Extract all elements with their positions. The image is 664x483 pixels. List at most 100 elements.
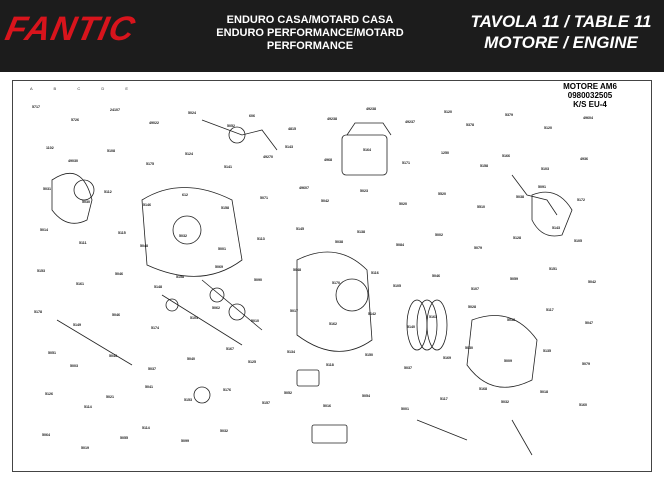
part-callout: 5032 bbox=[179, 234, 187, 238]
part-callout: 5038 bbox=[516, 195, 524, 199]
part-callout: 5151 bbox=[549, 267, 557, 271]
part-callout: 5069 bbox=[215, 265, 223, 269]
part-callout: 49238 bbox=[327, 117, 337, 121]
part-callout: 5178 bbox=[34, 310, 42, 314]
part-callout: 49270 bbox=[263, 155, 273, 159]
part-callout: 5158 bbox=[480, 164, 488, 168]
part-callout: 5105 bbox=[574, 239, 582, 243]
part-callout: 24107 bbox=[110, 108, 120, 112]
part-callout: 5125 bbox=[248, 360, 256, 364]
part-callout: 5079 bbox=[474, 246, 482, 250]
part-callout: 5001 bbox=[401, 407, 409, 411]
stator-drawing bbox=[73, 179, 95, 201]
part-callout: 5166 bbox=[502, 154, 510, 158]
part-callout: 5135 bbox=[543, 349, 551, 353]
part-callout: 5143 bbox=[552, 226, 560, 230]
part-callout: 5043 bbox=[109, 354, 117, 358]
starter-drawing bbox=[416, 419, 468, 441]
part-callout: 5023 bbox=[360, 189, 368, 193]
part-callout: 5037 bbox=[148, 367, 156, 371]
part-callout: 5153 bbox=[37, 269, 45, 273]
exploded-engine-diagram bbox=[51, 119, 573, 456]
part-callout: 5114 bbox=[84, 405, 92, 409]
engine-title-line1: MOTORE AM6 bbox=[563, 82, 617, 91]
part-callout: 5031 bbox=[43, 187, 51, 191]
part-callout: 5009 bbox=[504, 359, 512, 363]
part-callout: 5041 bbox=[145, 385, 153, 389]
part-callout: 5157 bbox=[262, 401, 270, 405]
part-callout: 5114 bbox=[142, 426, 150, 430]
part-callout: 5153 bbox=[184, 398, 192, 402]
part-callout: 5113 bbox=[257, 237, 265, 241]
part-callout: 5048 bbox=[140, 244, 148, 248]
engine-title: MOTORE AM6 0980032505 K/S EU-4 bbox=[544, 82, 636, 109]
part-callout: 4936 bbox=[580, 157, 588, 161]
part-callout: 5174 bbox=[151, 326, 159, 330]
part-callout: 5020 bbox=[399, 202, 407, 206]
right-crankcase-drawing bbox=[296, 251, 373, 352]
clutch-basket-drawing bbox=[335, 278, 369, 312]
part-callout: 5018 bbox=[540, 390, 548, 394]
header-bar: FANTIC ENDURO CASA/MOTARD CASA ENDURO PE… bbox=[0, 0, 664, 72]
part-callout: 4968 bbox=[324, 158, 332, 162]
part-callout: 49238 bbox=[366, 107, 376, 111]
part-callout: 5048 bbox=[293, 268, 301, 272]
part-callout: 1250 bbox=[441, 151, 449, 155]
part-callout: 5134 bbox=[287, 350, 295, 354]
part-callout: 5175 bbox=[146, 162, 154, 166]
part-callout: 5032 bbox=[501, 400, 509, 404]
crankshaft-drawing bbox=[201, 119, 278, 151]
part-callout: 4815 bbox=[288, 127, 296, 131]
part-callout: 5141 bbox=[224, 165, 232, 169]
part-callout: 5167 bbox=[226, 347, 234, 351]
part-callout: 5107 bbox=[471, 287, 479, 291]
part-callout: 5145 bbox=[296, 227, 304, 231]
part-callout: 5120 bbox=[444, 110, 452, 114]
part-callout: 5071 bbox=[260, 196, 268, 200]
part-callout: 5064 bbox=[42, 433, 50, 437]
part-callout: 5104 bbox=[190, 316, 198, 320]
part-callout: 5162 bbox=[329, 322, 337, 326]
part-callout: 5040 bbox=[187, 357, 195, 361]
clutch-cover-drawing bbox=[466, 315, 538, 388]
part-callout: 5124 bbox=[185, 152, 193, 156]
part-callout: 612 bbox=[182, 193, 188, 197]
part-callout: 5017 bbox=[290, 309, 298, 313]
part-callout: 5054 bbox=[362, 394, 370, 398]
part-callout: 5001 bbox=[218, 247, 226, 251]
subtitle-line1: ENDURO CASA/MOTARD CASA bbox=[226, 14, 394, 26]
part-callout: 5111 bbox=[79, 241, 87, 245]
part-callout: 5055 bbox=[120, 436, 128, 440]
part-callout: 5142 bbox=[368, 312, 376, 316]
part-callout: 5028 bbox=[468, 305, 476, 309]
part-callout: 5726 bbox=[71, 118, 79, 122]
grid-letters: A B C D E bbox=[30, 86, 139, 91]
part-callout: 5047 bbox=[585, 321, 593, 325]
part-callout: 5046 bbox=[432, 274, 440, 278]
part-callout: 5046 bbox=[115, 272, 123, 276]
part-callout: 5126 bbox=[45, 392, 53, 396]
part-callout: 5143 bbox=[285, 145, 293, 149]
part-callout: 5150 bbox=[365, 353, 373, 357]
part-callout: 5019 bbox=[81, 446, 89, 450]
part-callout: 5046 bbox=[112, 313, 120, 317]
part-callout: 49022 bbox=[149, 121, 159, 125]
part-callout: 5172 bbox=[577, 198, 585, 202]
water-pump-drawing bbox=[296, 369, 320, 387]
part-callout: 5717 bbox=[32, 105, 40, 109]
part-callout: 5378 bbox=[466, 123, 474, 127]
part-callout: 5038 bbox=[335, 240, 343, 244]
part-callout: 5128 bbox=[513, 236, 521, 240]
part-callout: 5117 bbox=[546, 308, 554, 312]
part-callout: 5010 bbox=[251, 319, 259, 323]
part-callout: 5059 bbox=[510, 277, 518, 281]
table-line2: MOTORE / ENGINE bbox=[484, 33, 638, 52]
part-callout: 5148 bbox=[154, 285, 162, 289]
part-callout: 5171 bbox=[402, 161, 410, 165]
part-callout: 5003 bbox=[70, 364, 78, 368]
part-callout: 5090 bbox=[254, 278, 262, 282]
part-callout: 5030 bbox=[82, 200, 90, 204]
part-callout: 5120 bbox=[544, 126, 552, 130]
part-callout: 5140 bbox=[407, 325, 415, 329]
drawing-sheet bbox=[12, 80, 652, 472]
